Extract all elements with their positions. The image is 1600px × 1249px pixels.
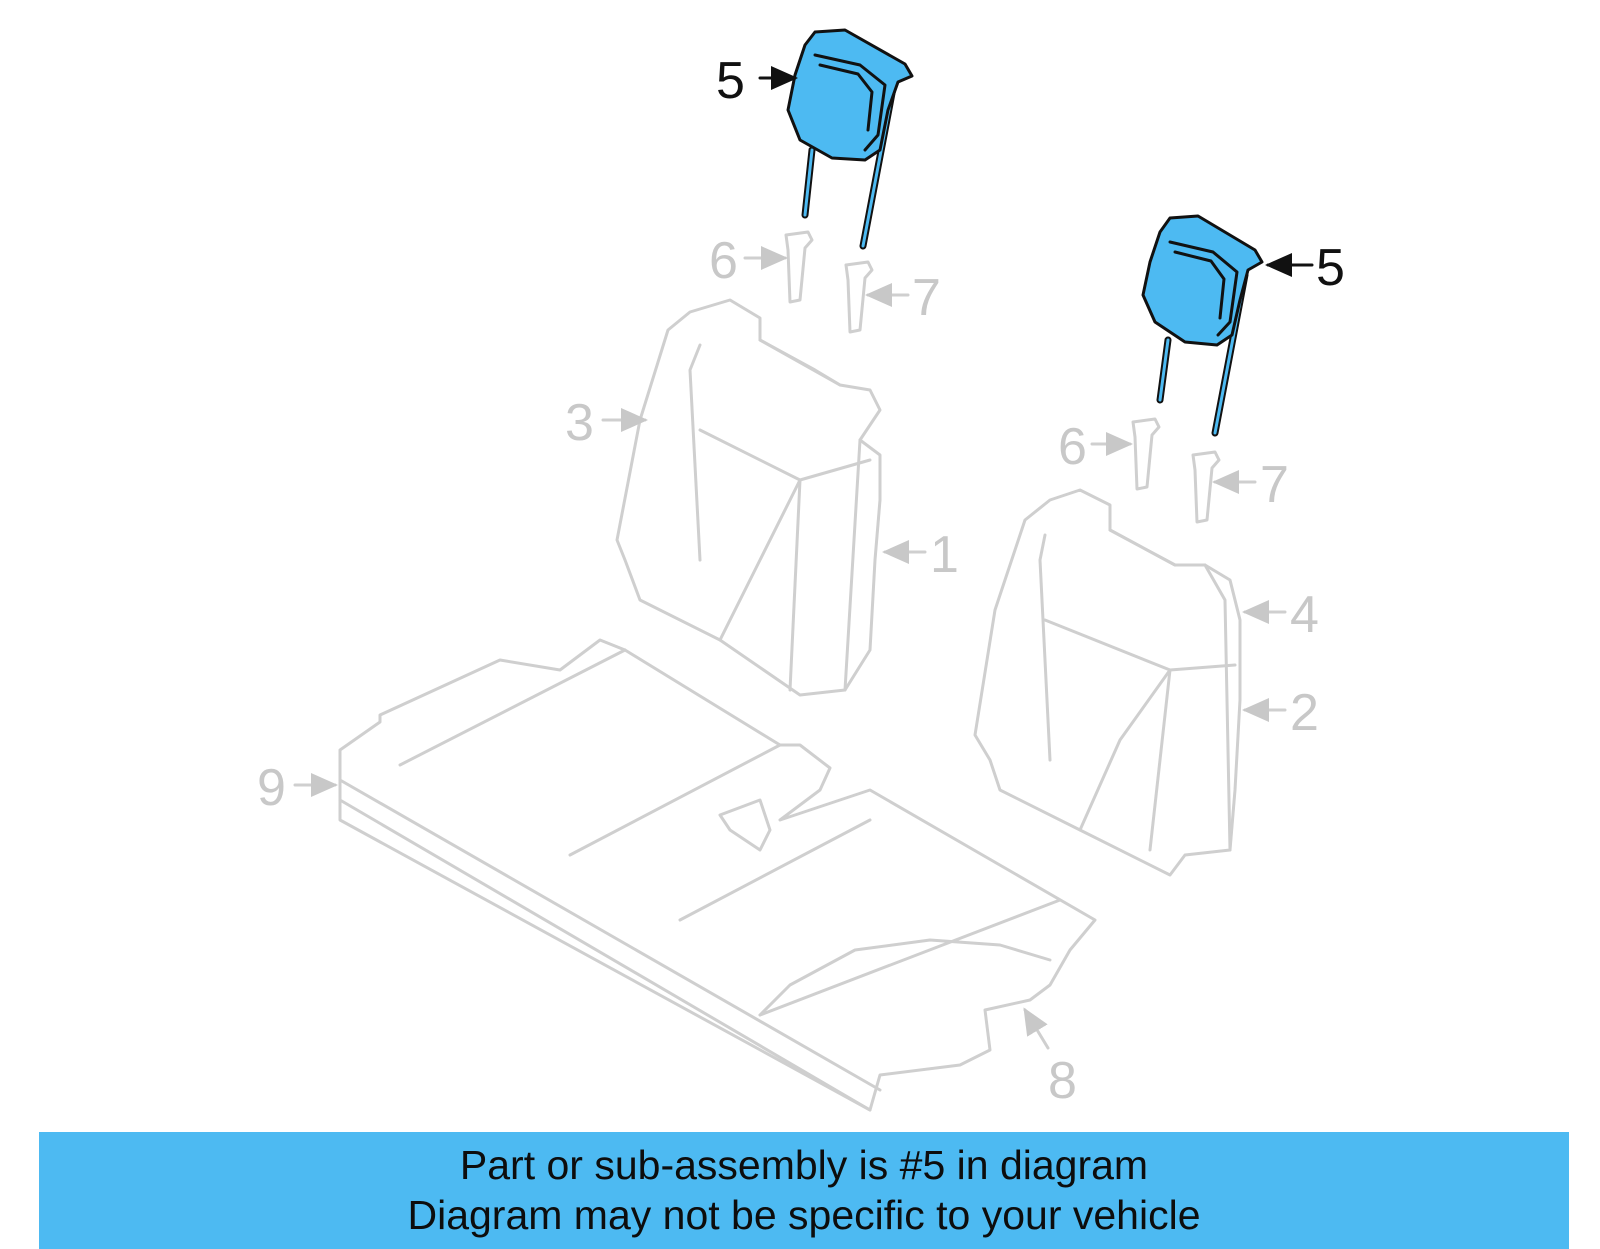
right-headrest xyxy=(1141,214,1264,437)
callout-9: 9 xyxy=(257,759,286,817)
leader-arrows xyxy=(293,66,1314,1050)
guide-pins xyxy=(784,230,1221,524)
right-seat-back xyxy=(973,488,1242,877)
banner-line-part: Part or sub-assembly is #5 in diagram xyxy=(459,1142,1149,1188)
callout-2: 2 xyxy=(1290,684,1319,742)
seat-cushion xyxy=(338,638,1097,1112)
banner-line-disclaimer: Diagram may not be specific to your vehi… xyxy=(407,1192,1201,1238)
callout-1: 1 xyxy=(930,526,959,584)
callout-7-right: 7 xyxy=(1260,456,1289,514)
callout-5-right: 5 xyxy=(1316,239,1345,297)
callout-5-left: 5 xyxy=(716,52,745,110)
callout-6-left: 6 xyxy=(709,232,738,290)
callout-3: 3 xyxy=(565,394,594,452)
callout-8: 8 xyxy=(1048,1052,1077,1110)
callout-7-left: 7 xyxy=(912,269,941,327)
left-headrest xyxy=(786,28,914,250)
callout-4: 4 xyxy=(1290,586,1319,644)
left-seat-back xyxy=(615,298,882,697)
callout-6-right: 6 xyxy=(1058,418,1087,476)
info-banner: Part or sub-assembly is #5 in diagram Di… xyxy=(39,1132,1569,1249)
